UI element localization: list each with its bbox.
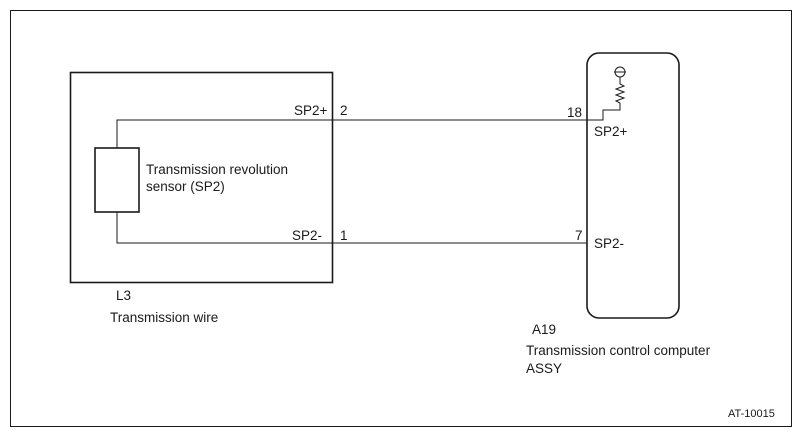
pull-up-resistor-icon xyxy=(587,66,626,121)
sensor-name-line2: sensor (SP2) xyxy=(146,179,225,194)
l3-signal-sp2-minus: SP2- xyxy=(292,228,323,243)
outer-frame xyxy=(10,10,792,427)
transmission-wire-box xyxy=(69,71,334,284)
a19-connector-code: A19 xyxy=(532,322,557,337)
a19-name-line2: ASSY xyxy=(526,361,563,376)
a19-pin-7: 7 xyxy=(575,228,583,243)
l3-connector-code: L3 xyxy=(116,288,132,303)
a19-signal-sp2-plus: SP2+ xyxy=(594,124,628,139)
l3-pin-1: 1 xyxy=(340,228,348,243)
figure-reference: AT-10015 xyxy=(728,408,775,420)
wire-sp2-minus xyxy=(116,212,587,244)
a19-name-line1: Transmission control computer xyxy=(526,343,711,358)
wire-sp2-plus xyxy=(116,119,587,148)
revolution-sensor-symbol xyxy=(94,147,140,213)
l3-signal-sp2-plus: SP2+ xyxy=(294,103,328,118)
l3-connector-name: Transmission wire xyxy=(110,310,219,325)
a19-signal-sp2-minus: SP2- xyxy=(594,236,625,251)
l3-pin-2: 2 xyxy=(340,103,348,118)
sensor-name-line1: Transmission revolution xyxy=(146,162,289,177)
a19-pin-18: 18 xyxy=(567,105,583,120)
control-computer-box xyxy=(586,52,680,319)
